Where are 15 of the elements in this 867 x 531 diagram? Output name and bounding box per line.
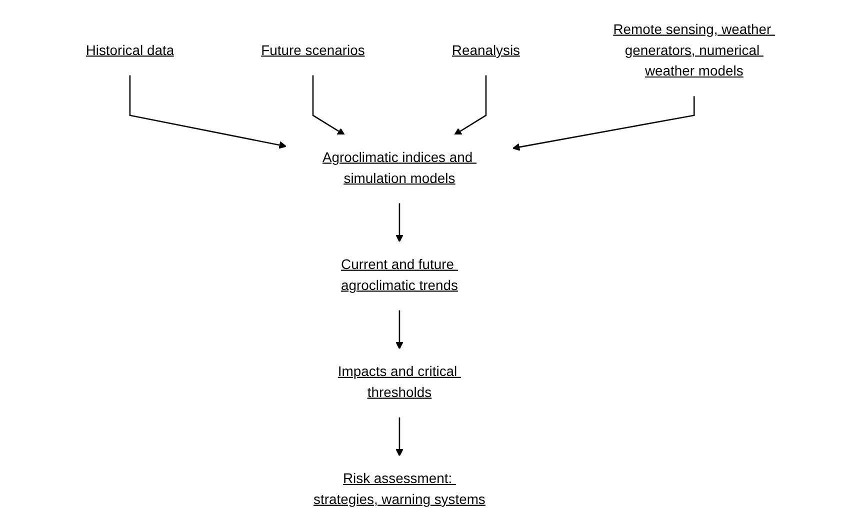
node-text: Future scenarios xyxy=(261,44,365,58)
arrow xyxy=(512,96,695,151)
node-text: Remote sensing, weather generators, numerical weather models xyxy=(613,22,772,80)
arrow xyxy=(454,74,487,136)
arrow xyxy=(129,74,287,149)
node-text: Current and future agroclimatic trends xyxy=(341,258,458,294)
arrow xyxy=(396,416,404,456)
arrow xyxy=(312,74,345,136)
node-text: Reanalysis xyxy=(452,44,520,58)
node-text: Risk assessment: strategies, warning systems xyxy=(314,472,486,508)
node-text: Historical data xyxy=(86,44,174,58)
arrow xyxy=(396,202,404,242)
arrow xyxy=(396,310,404,350)
node-text: Agroclimatic indices and simulation models xyxy=(322,150,473,186)
node-text: Impacts and critical thresholds xyxy=(338,364,458,400)
